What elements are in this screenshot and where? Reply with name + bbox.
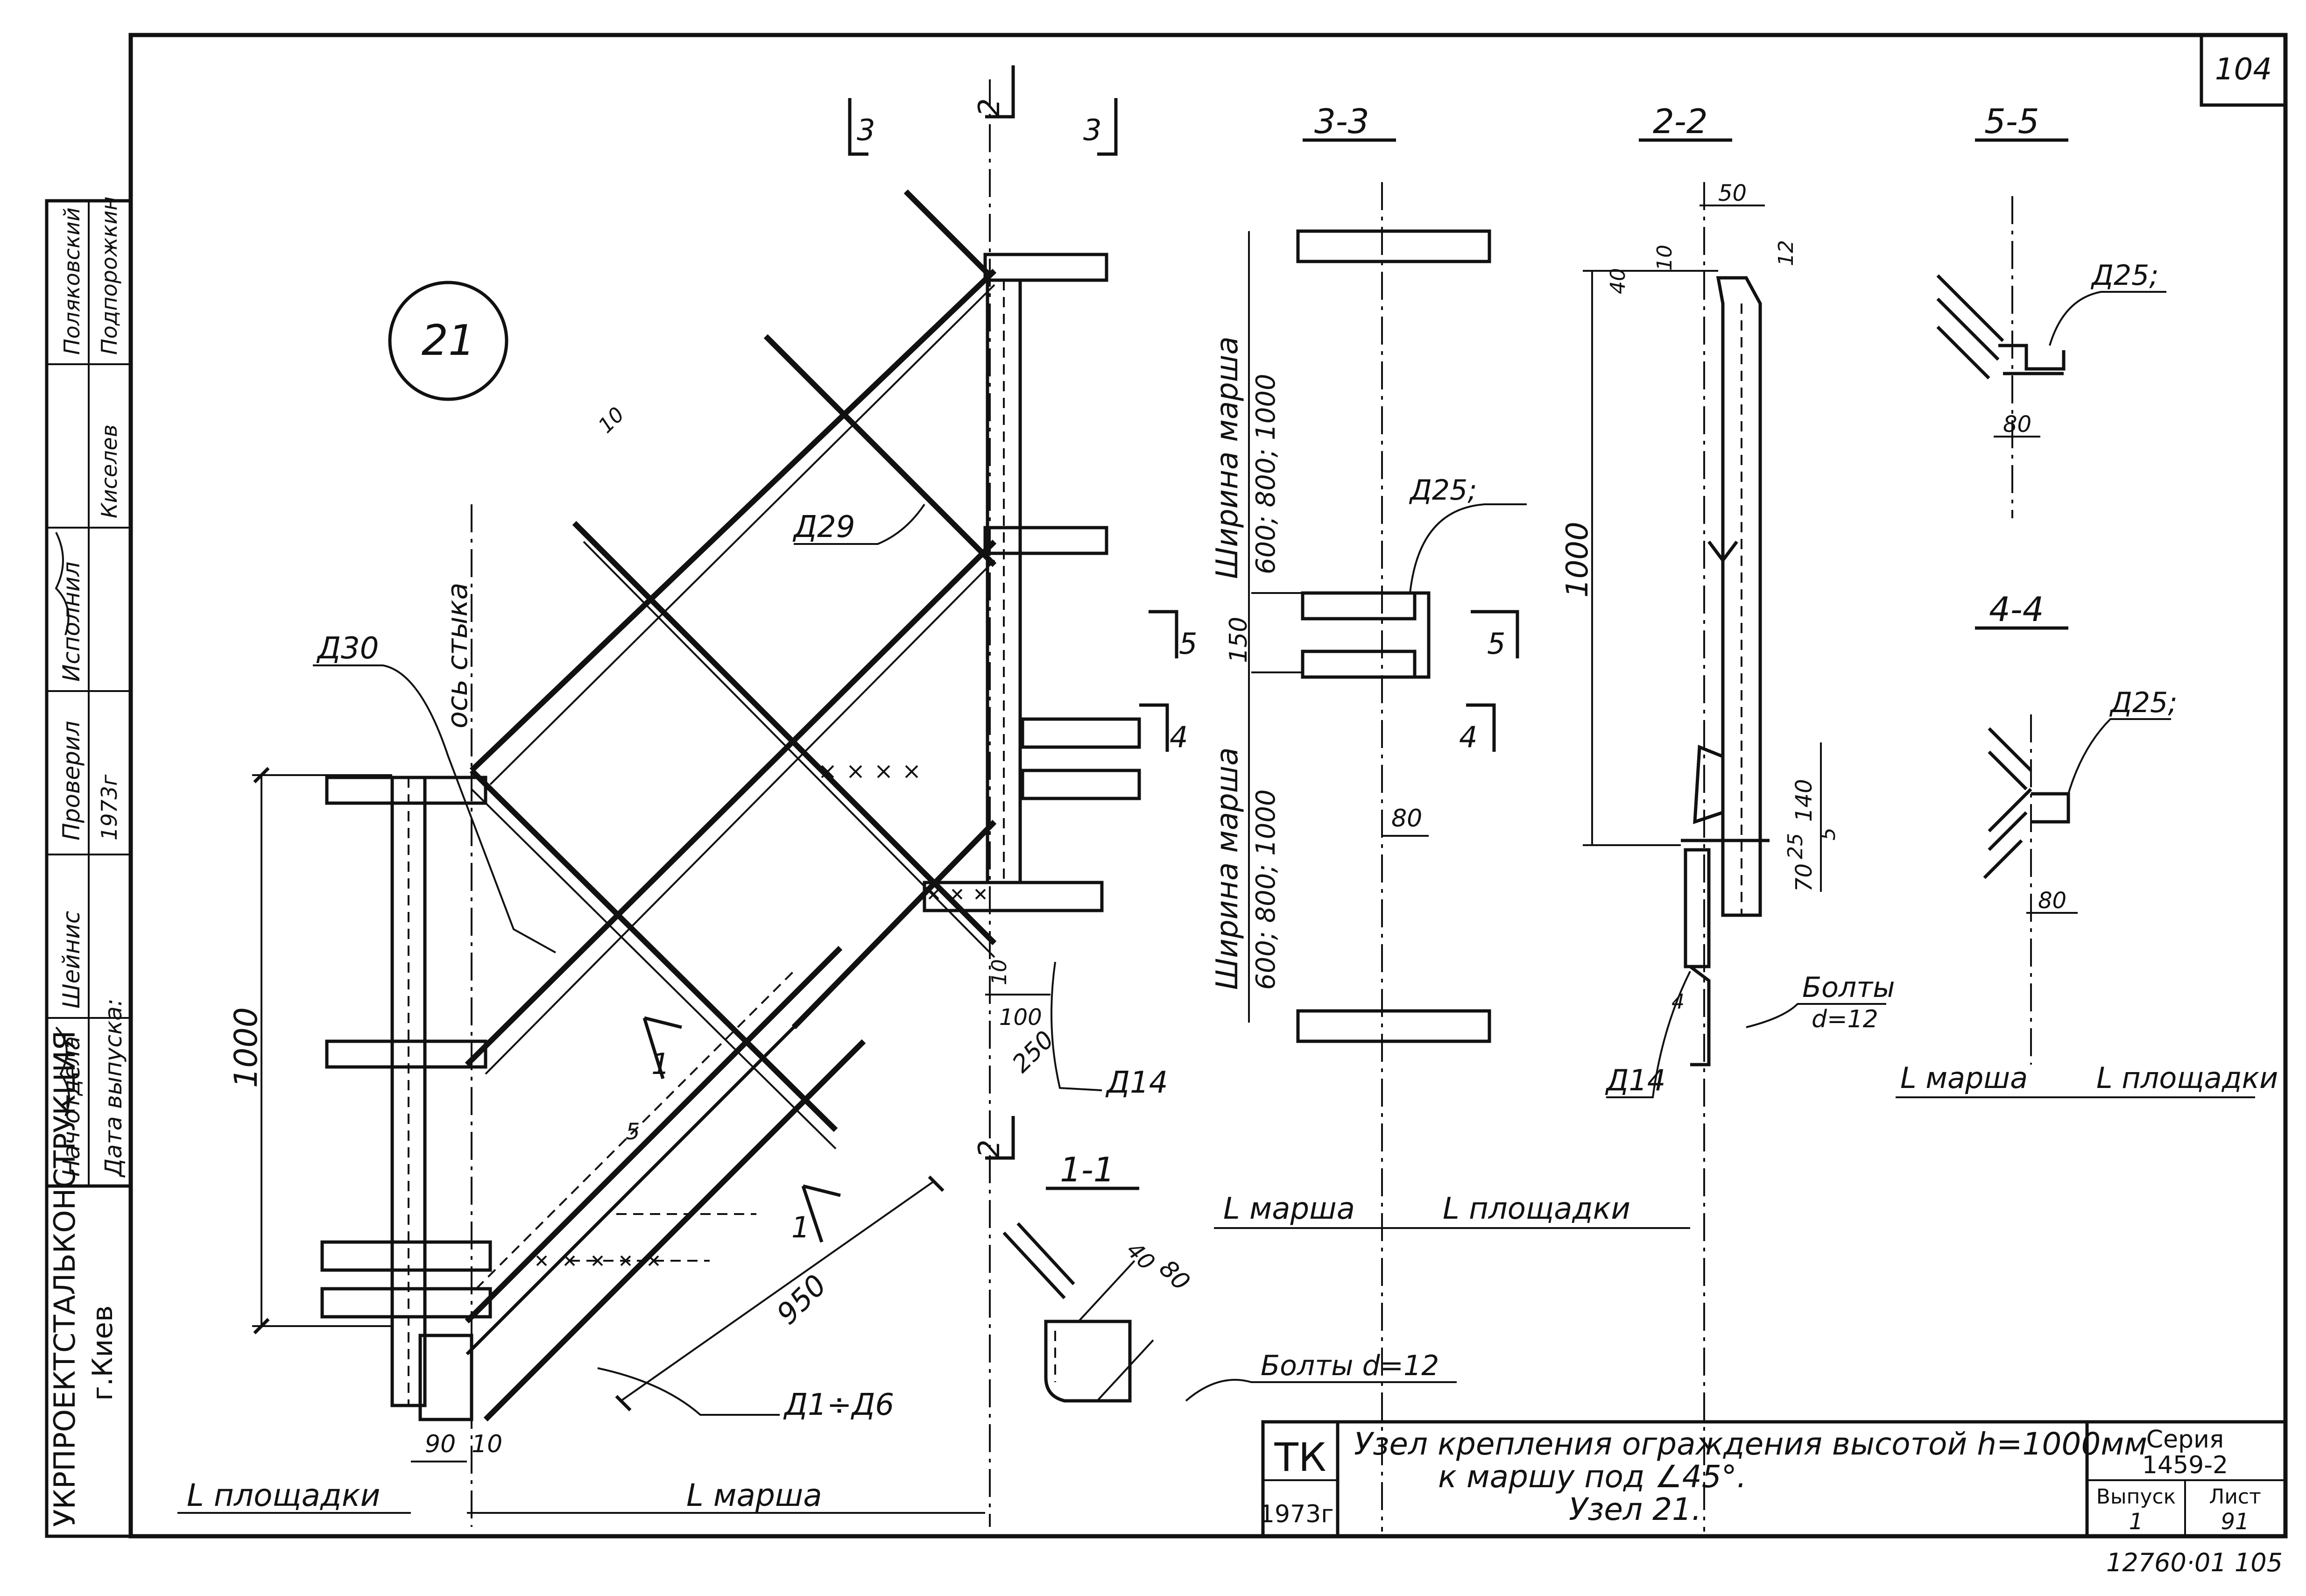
sec33-label-flight: L марша [1223, 1192, 1355, 1226]
tb-sheet-value: 91 [2221, 1509, 2249, 1535]
sec22-dim-70: 70 [1791, 863, 1817, 892]
tb-title-line-2: к маршу под ∠45°. [1438, 1459, 1747, 1495]
sec44-dim-80: 80 [2038, 888, 2066, 914]
tb-issue-label: Выпуск [2096, 1485, 2176, 1509]
stamp-role-3: Исполнил [58, 562, 85, 682]
dim-10-bottom: 10 [472, 1430, 502, 1458]
sheet-frame [128, 33, 2288, 1539]
sec55-dim-80: 80 [2003, 411, 2031, 438]
sec44-label-landing: L площадки [2096, 1061, 2278, 1095]
stamp-org-name: УКРПРОЕКТСТАЛЬКОНСТРУКЦИЯ [48, 1031, 82, 1527]
label-landing-main: L площадки [187, 1477, 380, 1513]
stamp-role-1: Нач отдела [58, 1036, 85, 1177]
title-5-5: 5-5 [1984, 102, 2039, 141]
title-3-3: 3-3 [1314, 102, 1369, 141]
sec22-dim-140: 140 [1791, 779, 1817, 822]
sec11-label-bolts: Болты d=12 [1261, 1349, 1439, 1382]
dim-100: 100 [999, 1004, 1042, 1031]
page-number: 104 [2215, 52, 2272, 87]
dim-10-right: 10 [987, 959, 1011, 985]
stamp-name-1: Поляковский [59, 207, 85, 355]
node-circle [388, 281, 508, 401]
sec22-dim-40: 40 [1606, 268, 1630, 294]
cut-mark-1-upper: 1 [651, 1047, 670, 1081]
sec33-dim-150: 150 [1225, 617, 1253, 663]
tb-sheet-label: Лист [2209, 1485, 2261, 1509]
cut-mark-2-top: 2 [972, 99, 1006, 117]
sec44-label-flight: L марша [1900, 1061, 2028, 1095]
sec33-label-d25: Д25; [1409, 474, 1477, 507]
cut-mark-4-main: 4 [1170, 720, 1188, 754]
tb-title-line-3: Узел 21. [1569, 1491, 1701, 1527]
dim-1000-main: 1000 [228, 1007, 265, 1088]
stamp-role-2: Проверил [58, 721, 85, 840]
sec22-dim-50: 50 [1718, 180, 1747, 206]
section-2-2: 2-2 50 10 12 40 1000 140 25 5 70 4 Д14 Б… [1560, 102, 1895, 1532]
stamp-name-4: Шейнис [58, 911, 85, 1009]
tb-year: 1973г. [1259, 1500, 1341, 1528]
sec33-width-values-top: 600; 800; 1000 [1251, 374, 1281, 574]
signature-mark-2 [55, 1026, 70, 1116]
page-number-box [2200, 33, 2287, 107]
sec22-dim-5: 5 [1816, 827, 1840, 840]
label-d14-main: Д14 [1105, 1066, 1168, 1100]
sec33-cut-5: 5 [1487, 627, 1505, 661]
sec22-dim-12: 12 [1774, 240, 1798, 266]
node-number: 21 [422, 316, 475, 365]
dim-10-top: 10 [594, 403, 629, 438]
tb-issue-value: 1 [2129, 1509, 2144, 1535]
cut-mark-3-right: 3 [1083, 113, 1101, 147]
sec33-width-label-top: Ширина марша [1210, 336, 1245, 579]
dim-90: 90 [425, 1430, 456, 1458]
cut-mark-5-main: 5 [1179, 627, 1197, 661]
label-d29: Д29 [792, 510, 855, 544]
sec44-label-d25: Д25; [2109, 686, 2177, 719]
label-d1-d6: Д1÷Д6 [783, 1388, 894, 1422]
section-4-4: 4-4 80 Д25; L марша L площадки [1896, 590, 2278, 1098]
sec33-width-label-bottom: Ширина марша [1210, 747, 1245, 990]
sec33-dim-80: 80 [1391, 805, 1422, 833]
main-view: ось стыка 3 2 3 2 5 4 1 1 1000 950 10 5 … [177, 65, 1197, 1527]
stamp-name-2: Подпорожкин [97, 197, 122, 355]
cut-mark-1-lower: 1 [791, 1210, 810, 1244]
tb-series-label: Серия [2146, 1426, 2224, 1454]
archive-number: 12760·01 105 [2106, 1548, 2283, 1577]
sec11-dim-80: 80 [1154, 1255, 1195, 1296]
sec22-dim-1000: 1000 [1560, 522, 1595, 598]
stamp-year: 1973г [97, 774, 122, 840]
label-d30: Д30 [316, 631, 379, 666]
tb-code: ТК [1274, 1434, 1326, 1480]
sec55-label-d25: Д25; [2090, 259, 2158, 292]
title-2-2: 2-2 [1653, 102, 1708, 141]
title-4-4: 4-4 [1989, 590, 2044, 629]
tb-series-value: 1459-2 [2142, 1451, 2228, 1479]
cut-mark-2-bottom: 2 [972, 1140, 1006, 1158]
dim-5: 5 [626, 1119, 640, 1145]
dim-950: 950 [770, 1268, 833, 1331]
title-block: ТК 1973г. Узел крепления ограждения высо… [1259, 1420, 2287, 1538]
signature-mark-1 [55, 532, 70, 636]
section-5-5: 5-5 80 Д25; [1936, 102, 2166, 518]
sec33-width-values-bottom: 600; 800; 1000 [1251, 789, 1281, 990]
label-flight-main: L марша [686, 1477, 822, 1513]
stamp-role-4: Дата выпуска: [100, 998, 127, 1178]
left-stamp: УКРПРОЕКТСТАЛЬКОНСТРУКЦИЯ г.Киев Нач отд… [45, 197, 133, 1538]
sec33-cut-4: 4 [1459, 720, 1477, 754]
stamp-city: г.Киев [86, 1306, 119, 1401]
sec33-label-landing: L площадки [1443, 1192, 1630, 1226]
sec22-label-bolts: Болты [1802, 971, 1895, 1004]
cut-mark-3-left: 3 [857, 113, 875, 147]
section-3-3: 3-3 Ширина марша 600; 800; 1000 Ширина м… [1210, 102, 1690, 1532]
tb-title-line-1: Узел крепления ограждения высотой h=1000… [1354, 1426, 2147, 1462]
stamp-name-3: Киселев [97, 424, 122, 518]
sec22-dim-25: 25 [1784, 833, 1807, 859]
title-1-1: 1-1 [1060, 1150, 1115, 1189]
section-1-1: 1-1 40 80 Болты d=12 [1002, 1150, 1457, 1403]
sec22-label-d14: Д14 [1605, 1063, 1665, 1097]
sec22-dim-10: 10 [1653, 245, 1677, 271]
sec22-label-d12: d=12 [1812, 1005, 1878, 1033]
axis-label: ось стыка [441, 583, 474, 728]
